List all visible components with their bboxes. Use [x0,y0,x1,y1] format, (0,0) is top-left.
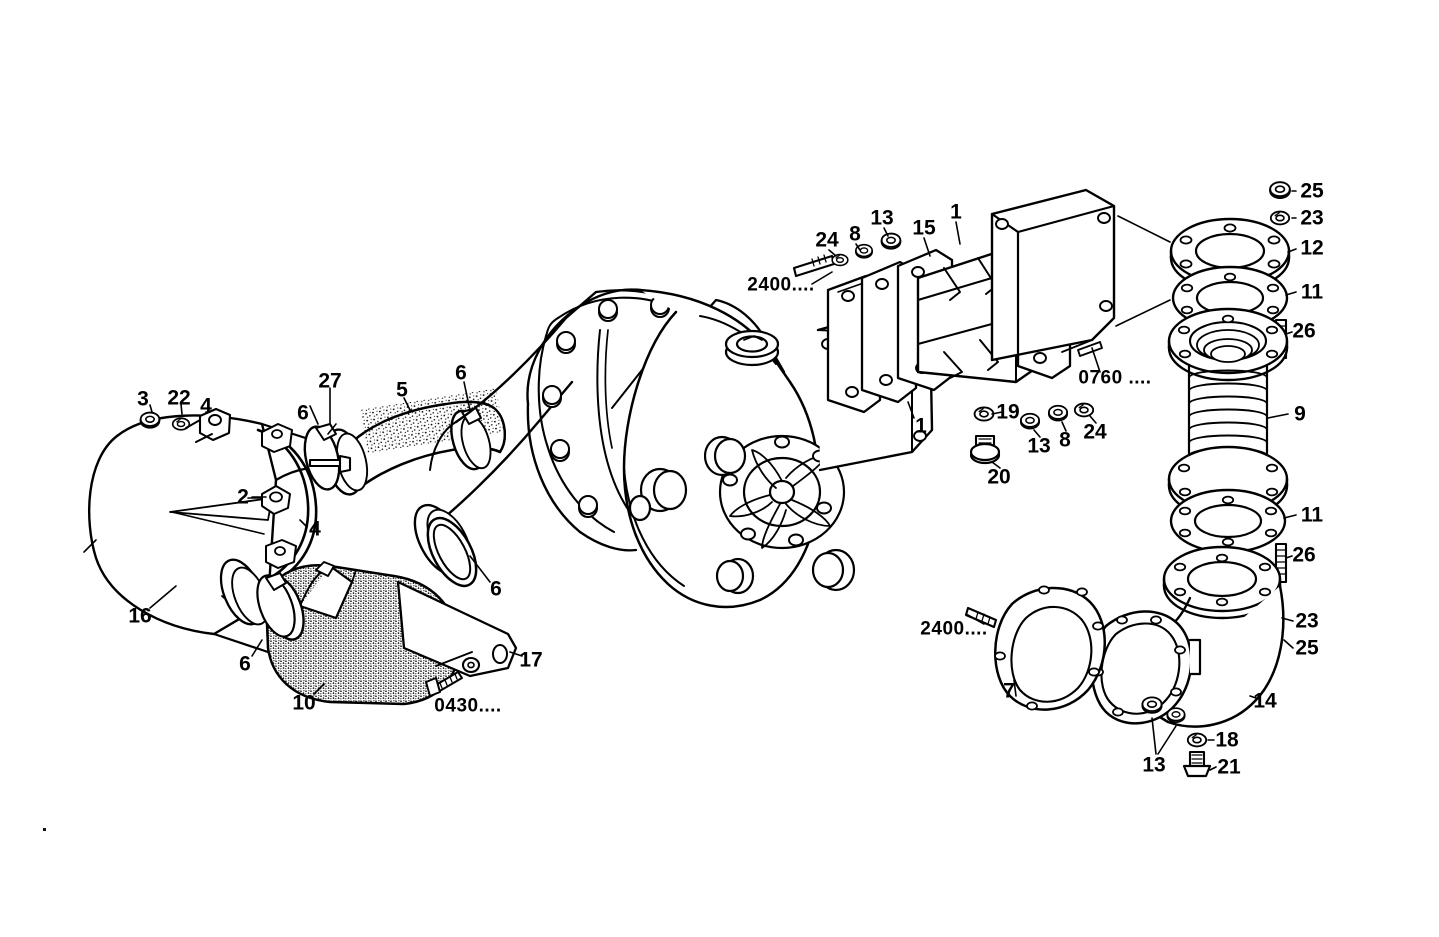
callout-6: 6 [490,577,502,601]
callout-23: 23 [1295,609,1319,633]
callout-0430: 0430.... [434,695,502,717]
part-exhaust-elbow [1090,545,1285,728]
callout-26: 26 [1292,319,1316,343]
part-lock-washer-top [1269,210,1291,226]
callout-7: 7 [1003,679,1015,703]
part-hex-nut-right [1020,412,1040,430]
part-support-bracket [396,580,518,678]
callout-4: 4 [200,394,212,418]
part-clamp-band [247,423,318,584]
callout-16: 16 [128,604,152,628]
callout-24: 24 [1083,420,1107,444]
callout-6: 6 [297,401,309,425]
callout-27: 27 [318,369,342,393]
callout-25: 25 [1295,636,1319,660]
callout-18: 18 [1215,728,1239,752]
part-clamp-screw [308,423,352,474]
part-hex-nut-flange-top [1269,181,1291,199]
callout-1: 1 [950,200,962,224]
callout-11: 11 [1300,503,1324,527]
part-gasket-ring [426,516,478,588]
part-stud-bolt-bottom [964,606,998,629]
callout-25: 25 [1300,179,1324,203]
callout-6: 6 [455,361,467,385]
callout-6: 6 [239,652,251,676]
callout-23: 23 [1300,206,1324,230]
callout-17: 17 [519,648,543,672]
callout-2400: 2400.... [920,618,988,640]
part-bellows [1167,307,1289,520]
callout-10: 10 [292,691,316,715]
part-flange-gasket-lower [1169,488,1287,554]
callout-13: 13 [870,206,894,230]
callout-2400: 2400.... [747,274,815,296]
part-hex-nut-elbow-a [1141,696,1163,714]
part-hose-clamp-upper-right [450,407,492,471]
part-drain-plug [969,434,1001,465]
callout-8: 8 [849,222,861,246]
part-flat-washer-right [1073,402,1095,418]
callout-24: 24 [815,228,839,252]
callout-15: 15 [912,216,936,240]
part-sealing-washer [973,406,995,422]
callout-20: 20 [987,465,1011,489]
callout-22: 22 [167,386,191,410]
callout-12: 12 [1300,236,1324,260]
callout-4: 4 [309,517,321,541]
part-elbow-gasket [994,585,1106,711]
part-bracket-bolt [425,656,481,697]
part-clamp-bracket-small [185,407,232,443]
callout-13: 13 [1142,753,1166,777]
callout-11: 11 [1300,280,1324,304]
part-intake-adapter-plates [826,188,1116,414]
callout-0760: 0760 .... [1078,367,1152,389]
part-bolt-elbow [1182,750,1212,778]
part-flat-washer-top [831,253,849,267]
part-stud-bolt-top [792,254,836,278]
part-hex-nut-small [139,411,161,429]
callout-1: 1 [915,414,927,438]
callout-13: 13 [1027,434,1051,458]
callout-8: 8 [1059,428,1071,452]
callout-26: 26 [1292,543,1316,567]
part-spring-washer-right [1048,404,1068,422]
callout-3: 3 [137,387,149,411]
callout-21: 21 [1217,755,1241,779]
part-hex-nut-top [880,232,902,250]
scan-artifact [43,828,46,831]
part-washer-elbow [1186,732,1208,748]
callout-2: 2 [237,485,249,509]
callout-9: 9 [1294,402,1306,426]
callout-14: 14 [1253,689,1277,713]
callout-5: 5 [396,378,408,402]
part-hex-nut-elbow-b [1166,707,1186,724]
callout-19: 19 [996,400,1020,424]
part-hose-clamp-upper-left [303,423,369,496]
